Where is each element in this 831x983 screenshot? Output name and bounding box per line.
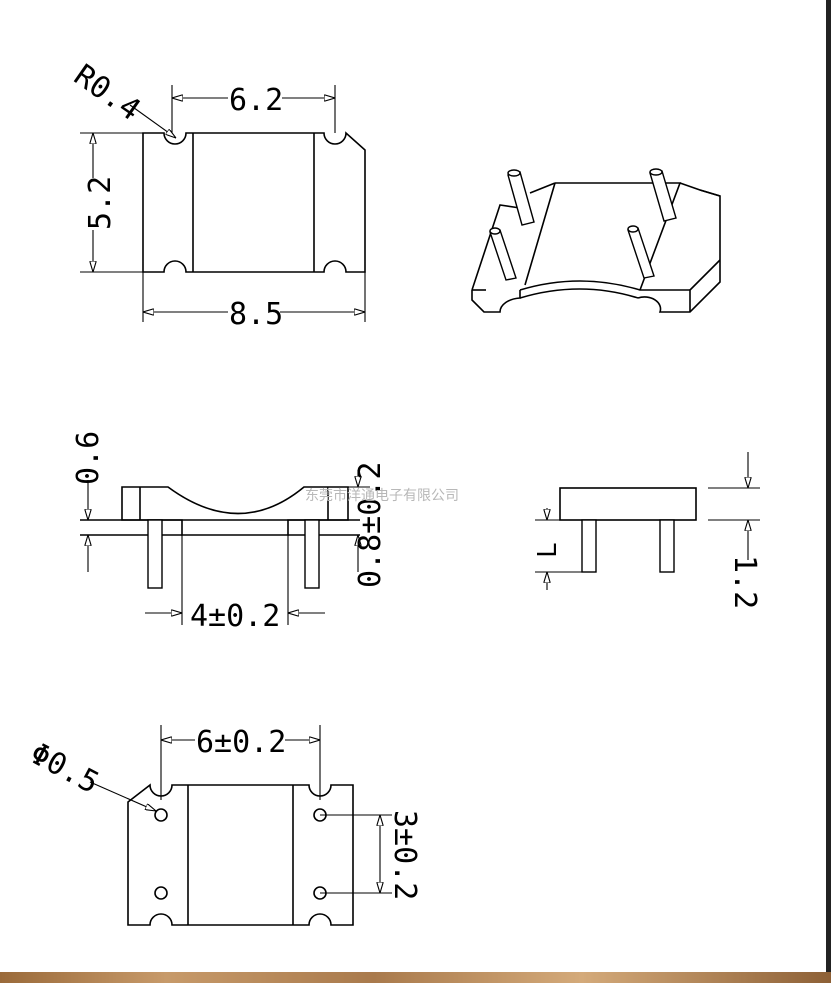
dim-top-width: 6.2 bbox=[229, 83, 283, 118]
dim-end-height: 1.2 bbox=[727, 555, 762, 609]
dim-pin-spacing: 4±0.2 bbox=[190, 599, 280, 634]
dim-hole-spacing: 6±0.2 bbox=[196, 725, 286, 760]
frame-bottom-edge bbox=[0, 972, 831, 983]
dim-overall-width: 8.5 bbox=[229, 297, 283, 332]
dim-height: 5.2 bbox=[83, 176, 118, 230]
watermark: 东莞市洋通电子有限公司 bbox=[305, 487, 459, 504]
isometric-view bbox=[471, 168, 721, 313]
dim-pin-length: L bbox=[533, 542, 563, 558]
side-view: L 1.2 bbox=[533, 452, 762, 609]
frame-right-edge bbox=[826, 0, 831, 972]
hole-layout-view: 6±0.2 Φ0.5 3±0.2 bbox=[24, 725, 422, 926]
dim-hole-diameter: Φ0.5 bbox=[24, 736, 104, 801]
dim-thickness: 0.6 bbox=[71, 431, 106, 485]
top-view: R0.4 6.2 5.2 8.5 bbox=[67, 58, 366, 332]
dim-radius: R0.4 bbox=[67, 58, 146, 128]
front-view: 0.6 0.8±0.2 4±0.2 bbox=[71, 431, 388, 634]
dim-hole-pitch: 3±0.2 bbox=[387, 810, 422, 900]
dim-side-height: 0.8±0.2 bbox=[353, 462, 388, 588]
